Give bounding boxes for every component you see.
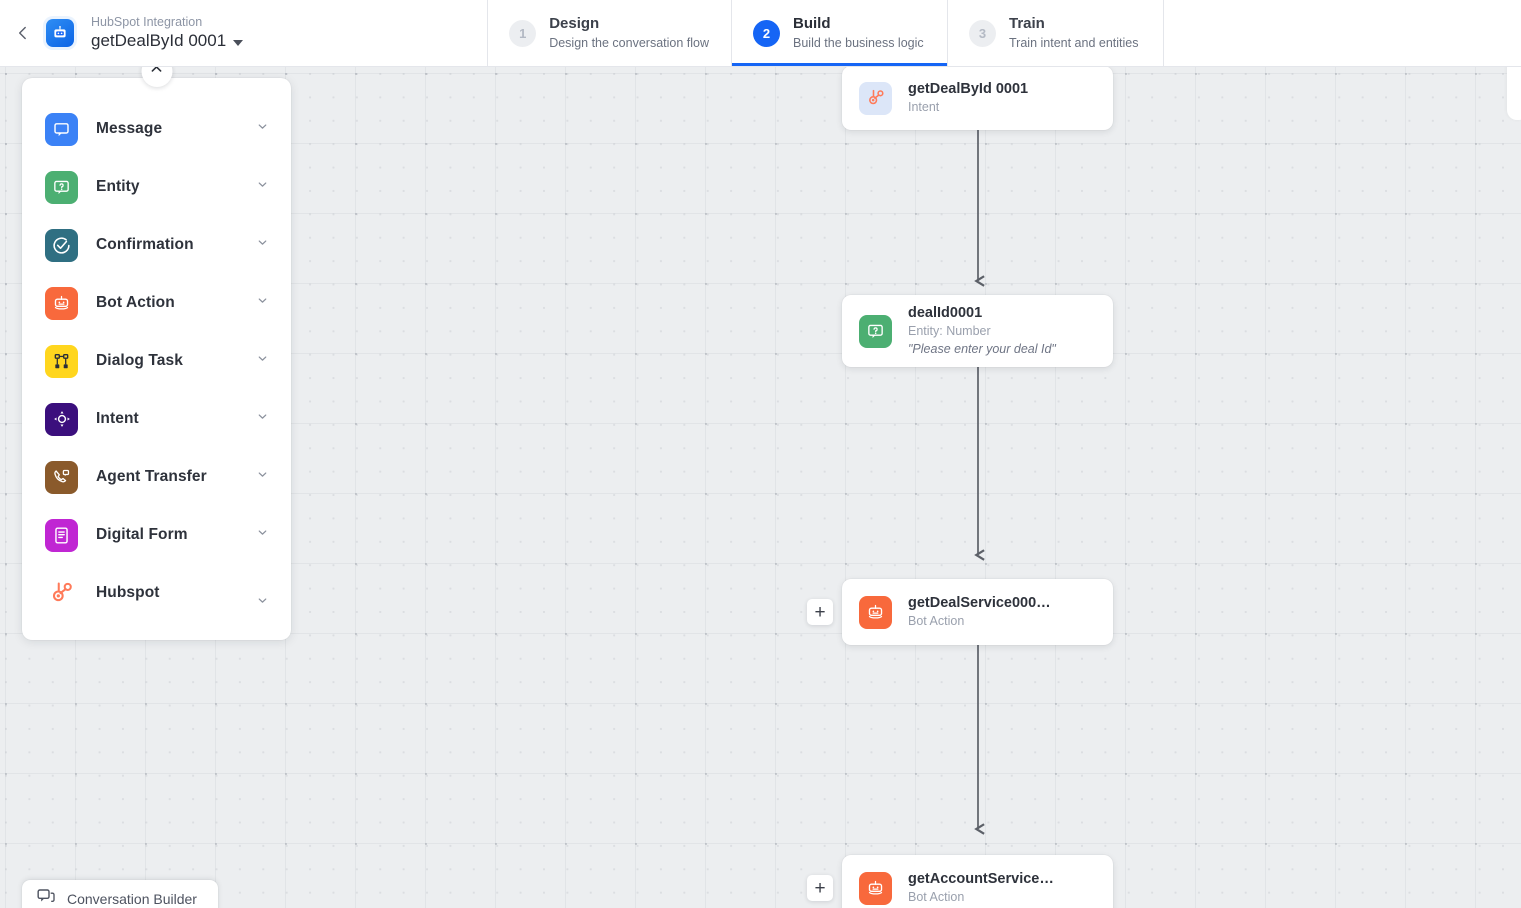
flow-node-bot-action-deal[interactable]: + getDealService000… Bot Action [807, 579, 1113, 645]
step-number-badge: 1 [509, 19, 537, 47]
app-header: HubSpot Integration getDealById 0001 1 D… [0, 0, 1521, 67]
header-spacer [1163, 0, 1521, 66]
digital-form-icon [45, 518, 78, 552]
step-number-badge: 2 [753, 19, 780, 47]
conversation-builder-icon [36, 887, 56, 908]
chevron-down-icon[interactable] [256, 468, 269, 486]
node-title: getDealById 0001 [908, 81, 1029, 97]
chevron-down-icon[interactable] [256, 526, 269, 544]
flow-node-intent[interactable]: getDealById 0001 Intent [842, 67, 1113, 130]
wizard-steps: 1 Design Design the conversation flow 2 … [487, 0, 1521, 66]
step-title: Design [549, 15, 600, 32]
breadcrumb: HubSpot Integration [91, 15, 203, 29]
chevron-down-icon[interactable] [256, 352, 269, 370]
tab-train[interactable]: 3 Train Train intent and entities [947, 0, 1163, 66]
step-title: Train [1009, 15, 1045, 32]
bot-action-icon [859, 871, 892, 905]
bot-action-icon [859, 595, 892, 629]
hubspot-icon [859, 81, 892, 115]
palette-item-bot-action[interactable]: Bot Action [22, 274, 291, 332]
palette-item-label: Entity [96, 178, 140, 195]
node-palette: Message Entity [22, 67, 291, 640]
palette-item-intent[interactable]: Intent [22, 390, 291, 448]
palette-item-agent-transfer[interactable]: Agent Transfer [22, 448, 291, 506]
entity-icon [859, 314, 892, 348]
tab-build[interactable]: 2 Build Build the business logic [731, 0, 947, 66]
palette-item-confirmation[interactable]: Confirmation [22, 216, 291, 274]
page-title: getDealById 0001 [91, 31, 227, 50]
chevron-down-icon[interactable] [256, 236, 269, 254]
header-titles: HubSpot Integration getDealById 0001 [91, 0, 391, 66]
chevron-down-icon[interactable] [256, 120, 269, 138]
palette-item-digital-form[interactable]: Digital Form [22, 506, 291, 564]
node-title: dealId0001 [908, 305, 983, 321]
node-subtitle: Entity: Number [908, 324, 991, 338]
palette-item-label: Dialog Task [96, 352, 183, 369]
page-title-row: getDealById 0001 [91, 30, 391, 52]
conversation-builder-label: Conversation Builder [67, 891, 197, 907]
palette-item-label: Message [96, 120, 163, 137]
palette-item-label: Confirmation [96, 236, 194, 253]
flow-connectors [972, 123, 986, 908]
step-number-badge: 3 [969, 19, 996, 47]
add-node-button[interactable]: + [807, 875, 833, 901]
chevron-down-icon[interactable] [256, 178, 269, 196]
chevron-down-icon[interactable] [256, 294, 269, 312]
node-title: getDealService000… [908, 595, 1051, 611]
palette-item-entity[interactable]: Entity [22, 158, 291, 216]
bot-action-icon [45, 286, 78, 320]
step-description: Design the conversation flow [549, 36, 709, 50]
flow-node-bot-action-account[interactable]: + getAccountService… Bot Action [807, 855, 1113, 908]
tab-design[interactable]: 1 Design Design the conversation flow [487, 0, 731, 66]
palette-item-hubspot[interactable]: Hubspot [22, 564, 291, 622]
flow-canvas[interactable]: getDealById 0001 Intent dealId0001 Entit… [0, 67, 1521, 908]
chevron-down-icon[interactable] [256, 594, 269, 612]
palette-item-dialog-task[interactable]: Dialog Task [22, 332, 291, 390]
step-description: Build the business logic [793, 36, 924, 50]
palette-item-label: Digital Form [96, 526, 188, 543]
back-button[interactable] [0, 0, 46, 66]
conversation-builder-bar[interactable]: Conversation Builder [22, 880, 218, 908]
caret-down-icon[interactable] [233, 40, 244, 46]
chevron-left-icon [15, 25, 31, 41]
node-subtitle: Bot Action [908, 614, 965, 628]
right-side-panel[interactable] [1507, 67, 1521, 120]
node-title: getAccountService… [908, 871, 1054, 887]
palette-item-label: Bot Action [96, 294, 175, 311]
step-title: Build [793, 15, 831, 32]
palette-item-label: Hubspot [96, 584, 160, 601]
palette-item-message[interactable]: Message [22, 100, 291, 158]
add-node-button[interactable]: + [807, 599, 833, 625]
chevron-down-icon[interactable] [256, 410, 269, 428]
chevron-up-icon [150, 67, 164, 81]
palette-item-label: Agent Transfer [96, 468, 207, 485]
flow-node-entity[interactable]: dealId0001 Entity: Number "Please enter … [842, 295, 1113, 367]
step-description: Train intent and entities [1009, 36, 1139, 50]
node-prompt-text: "Please enter your deal Id" [908, 342, 1056, 356]
palette-collapse-button[interactable] [141, 67, 172, 87]
confirmation-icon [45, 228, 78, 262]
node-subtitle: Bot Action [908, 890, 965, 904]
bot-logo-icon[interactable] [46, 19, 74, 47]
intent-icon [45, 402, 78, 436]
hubspot-icon [45, 577, 78, 610]
node-subtitle: Intent [908, 100, 940, 114]
message-icon [45, 112, 78, 146]
dialog-task-icon [45, 344, 78, 378]
entity-icon [45, 170, 78, 204]
agent-transfer-icon [45, 460, 78, 494]
palette-item-label: Intent [96, 410, 139, 427]
